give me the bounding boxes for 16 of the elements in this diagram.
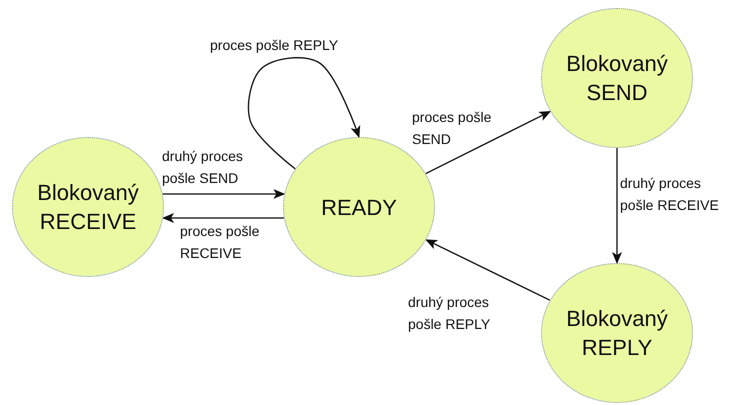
- state-label: READY: [320, 194, 398, 222]
- arrow: [426, 110, 552, 174]
- edge-label: druhý proces pošle REPLY: [408, 293, 492, 334]
- state-label: Blokovaný REPLY: [565, 305, 669, 362]
- arrow: [425, 239, 550, 301]
- arrow: [248, 57, 360, 170]
- edge-label: proces pošle SEND: [412, 108, 492, 149]
- edge-label: proces pošle RECEIVE: [180, 222, 260, 263]
- state-label: Blokovaný RECEIVE: [36, 179, 140, 236]
- edge-label: druhý proces pošle RECEIVE: [620, 174, 720, 215]
- arrow: [162, 213, 284, 223]
- state-label: Blokovaný SEND: [565, 50, 669, 107]
- arrow: [612, 148, 622, 264]
- arrow: [162, 189, 286, 199]
- edge-label: druhý proces pošle SEND: [162, 147, 244, 188]
- edge-label: proces pošle REPLY: [210, 36, 338, 55]
